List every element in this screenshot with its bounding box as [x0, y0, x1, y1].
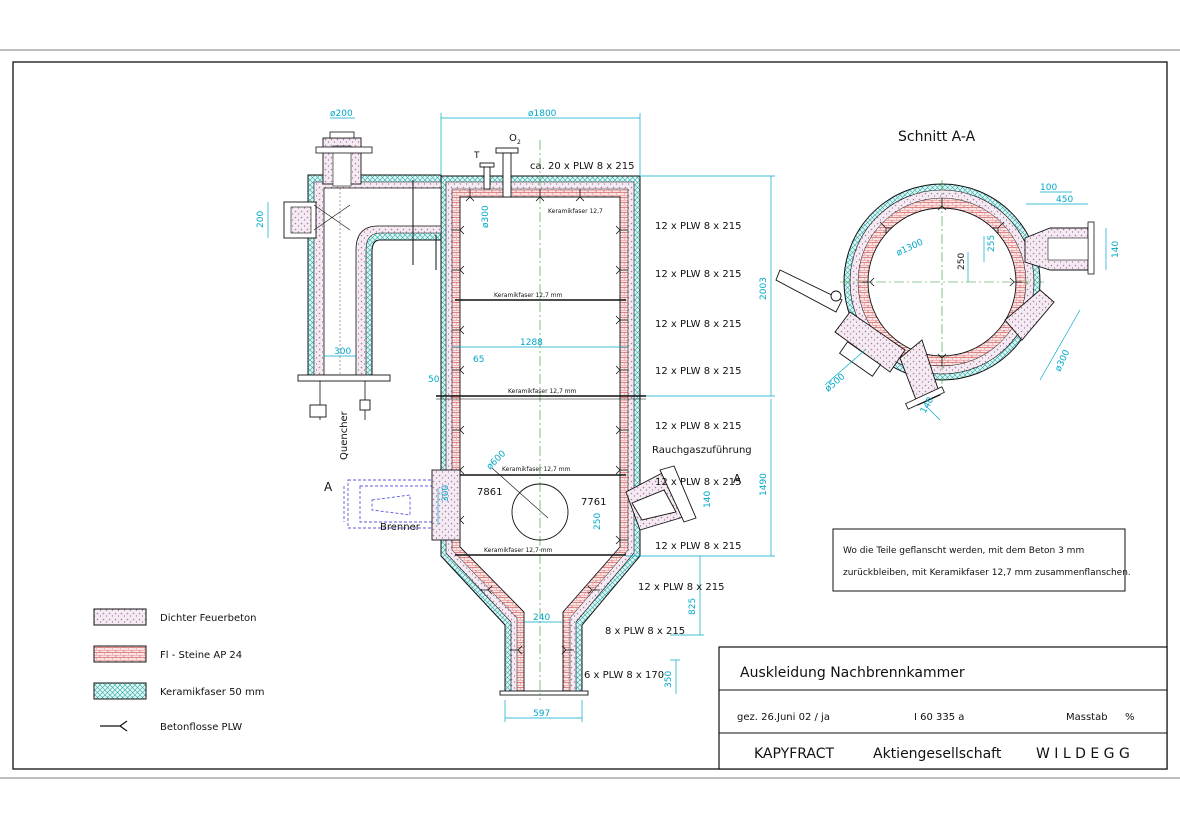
plw-row-4: 12 x PLW 8 x 215	[655, 366, 741, 377]
company-2: Aktiengesellschaft	[873, 746, 1002, 762]
o2-label: O	[509, 133, 517, 144]
keramik-band-3: Keramikfaser 12,7 mm	[502, 466, 571, 473]
dim-h2003: 2003	[759, 277, 769, 300]
scale-value: %	[1125, 712, 1135, 723]
dim-h825: 825	[688, 598, 698, 615]
keramik-top: Keramikfaser 12,7	[548, 208, 603, 215]
dim-d200: ø200	[330, 109, 353, 119]
plw-row-1: 12 x PLW 8 x 215	[655, 221, 741, 232]
section-mark-left: A	[324, 480, 333, 494]
temp-right: 7761	[581, 497, 606, 508]
note-box	[832, 528, 1126, 592]
legend-label-1: Dichter Feuerbeton	[160, 613, 257, 624]
main-chamber	[436, 140, 646, 700]
drawn-date: gez. 26.Juni 02 / ja	[737, 712, 830, 723]
legend-swatch-anchor	[100, 720, 128, 732]
plw-row-8: 12 x PLW 8 x 215	[638, 582, 724, 593]
legend-swatch-fiber	[93, 682, 147, 700]
temp-left: 7861	[477, 487, 502, 498]
dim-w300: 300	[334, 347, 351, 357]
rauchgas-nozzle	[625, 465, 697, 531]
scale-label: Masstab	[1066, 712, 1108, 723]
legend-label-4: Betonflosse PLW	[160, 722, 242, 733]
quencher-label: Quencher	[339, 410, 350, 460]
keramik-band-1: Keramikfaser 12,7 mm	[494, 292, 563, 299]
plw-row-2: 12 x PLW 8 x 215	[655, 269, 741, 280]
dim-d1800: ø1800	[528, 109, 557, 119]
legend: Dichter Feuerbeton Fl - Steine AP 24 Ker…	[93, 608, 264, 733]
drawing-title: Auskleidung Nachbrennkammer	[740, 665, 965, 681]
dim-s250: 250	[957, 253, 967, 270]
dim-w65: 65	[473, 355, 484, 365]
plw-row-7: 12 x PLW 8 x 215	[655, 541, 741, 552]
section-mark-right: A	[733, 472, 742, 486]
dim-h200: 200	[256, 211, 266, 228]
dimension-lines	[267, 113, 1107, 722]
plw-row-6: 12 x PLW 8 x 215	[655, 477, 741, 488]
plw-row-5: 12 x PLW 8 x 215	[655, 421, 741, 432]
dim-s300: ø300	[1054, 348, 1073, 373]
dim-d300a: ø300	[481, 205, 491, 228]
quencher-duct	[283, 131, 442, 420]
legend-label-3: Keramikfaser 50 mm	[160, 687, 264, 698]
company-1: KAPYFRACT	[754, 746, 835, 762]
keramik-band-2: Keramikfaser 12,7 mm	[508, 388, 577, 395]
o2-nozzle	[479, 147, 519, 198]
dim-s450: 450	[1056, 195, 1073, 205]
dim-h350: 350	[664, 671, 674, 688]
dim-w1288: 1288	[520, 338, 543, 348]
dim-s500: ø500	[824, 372, 848, 394]
dim-s100: 100	[1040, 183, 1057, 193]
t-port-label: T	[473, 151, 480, 161]
dim-s255: 255	[987, 235, 997, 252]
dim-w597: 597	[533, 709, 550, 719]
dim-w50: 50	[428, 375, 440, 385]
burner	[343, 479, 439, 529]
dim-s140: 140	[1111, 241, 1121, 258]
drawing-border	[12, 61, 1168, 770]
dim-h300b: 300	[441, 485, 451, 502]
drawing-number: I 60 335 a	[914, 712, 964, 723]
plw-row-3: 12 x PLW 8 x 215	[655, 319, 741, 330]
note-line-1: Wo die Teile geflanscht werden, mit dem …	[843, 546, 1084, 556]
plw-row-9: 8 x PLW 8 x 215	[605, 626, 685, 637]
o2-subscript: 2	[517, 139, 521, 146]
plw-top: ca. 20 x PLW 8 x 215	[530, 161, 634, 172]
section-title: Schnitt A-A	[898, 129, 976, 145]
company-3: W I L D E G G	[1036, 746, 1130, 762]
dim-w240: 240	[533, 613, 550, 623]
plw-row-10: 6 x PLW 8 x 170	[584, 670, 664, 681]
section-a-a	[775, 180, 1095, 410]
dim-h140: 140	[703, 491, 713, 508]
burner-port	[431, 469, 461, 541]
note-line-2: zurückbleiben, mit Keramikfaser 12,7 mm …	[843, 568, 1131, 578]
brenner-label: Brenner	[380, 522, 421, 533]
legend-label-2: Fl - Steine AP 24	[160, 650, 242, 661]
dim-h1490: 1490	[759, 473, 769, 496]
keramik-band-4: Keramikfaser 12,7 mm	[484, 547, 553, 554]
legend-swatch-concrete	[93, 608, 147, 626]
title-block: Auskleidung Nachbrennkammer gez. 26.Juni…	[718, 646, 1168, 770]
legend-swatch-brick	[93, 645, 147, 663]
rauchgas-label: Rauchgaszuführung	[652, 445, 752, 456]
dim-h250: 250	[593, 513, 603, 530]
